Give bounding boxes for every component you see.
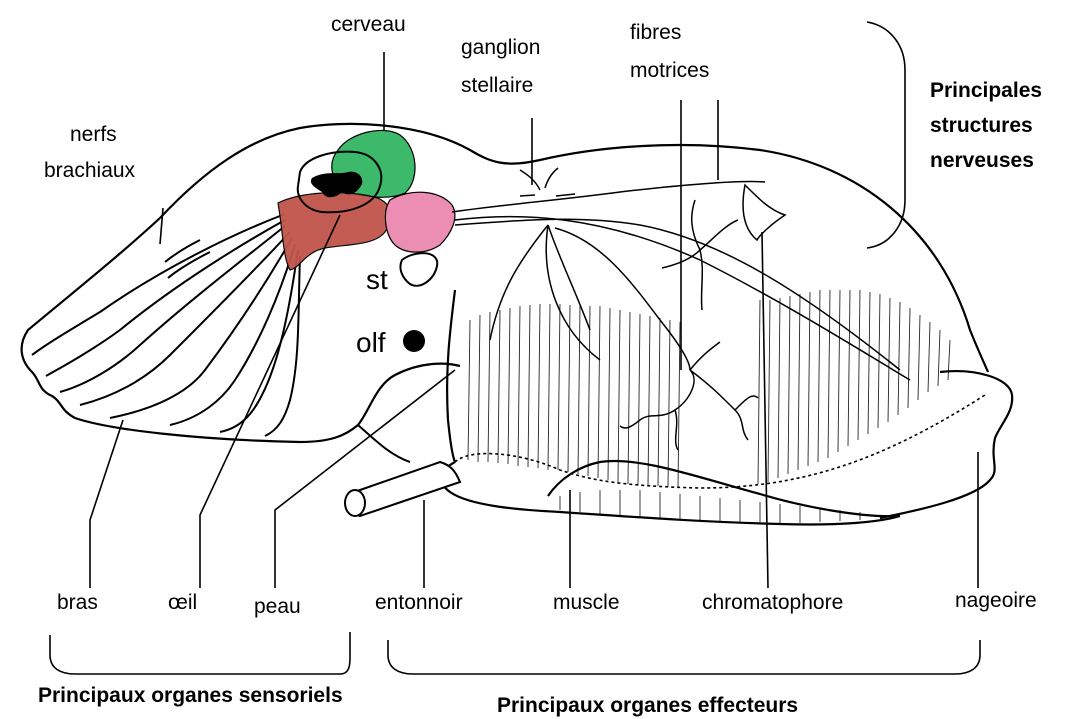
brain	[278, 130, 455, 270]
leader-lines	[90, 52, 978, 588]
olfactory-dot	[403, 330, 425, 352]
label-cerveau: cerveau	[331, 12, 406, 38]
label-structures: structures	[930, 113, 1033, 139]
label-st: st	[366, 262, 388, 297]
label-entonnoir: entonnoir	[375, 590, 463, 616]
label-nageoire: nageoire	[955, 588, 1037, 614]
label-principales: Principales	[930, 78, 1042, 104]
brain-pink-lobe	[385, 192, 454, 252]
label-stellaire: stellaire	[461, 73, 533, 99]
label-ganglion: ganglion	[461, 35, 540, 61]
label-bras: bras	[57, 590, 98, 616]
group-label-effecteurs: Principaux organes effecteurs	[497, 693, 798, 719]
label-peau: peau	[254, 594, 301, 620]
arm-strands	[32, 214, 300, 436]
label-nerveuses: nerveuses	[930, 148, 1034, 174]
statocyst-outline	[400, 253, 437, 286]
label-brachiaux: brachiaux	[44, 158, 135, 184]
label-nerfs: nerfs	[70, 122, 117, 148]
label-motrices: motrices	[630, 58, 709, 84]
label-oeil: œil	[168, 590, 197, 616]
body-outline	[22, 124, 1013, 525]
label-chromatophore: chromatophore	[702, 590, 843, 616]
braces	[50, 22, 980, 674]
label-muscle: muscle	[553, 590, 620, 616]
brain-red-lobe	[278, 193, 390, 270]
group-label-sensoriels: Principaux organes sensoriels	[38, 683, 343, 709]
funnel	[345, 462, 460, 516]
label-fibres: fibres	[630, 20, 681, 46]
label-olf: olf	[356, 325, 386, 360]
